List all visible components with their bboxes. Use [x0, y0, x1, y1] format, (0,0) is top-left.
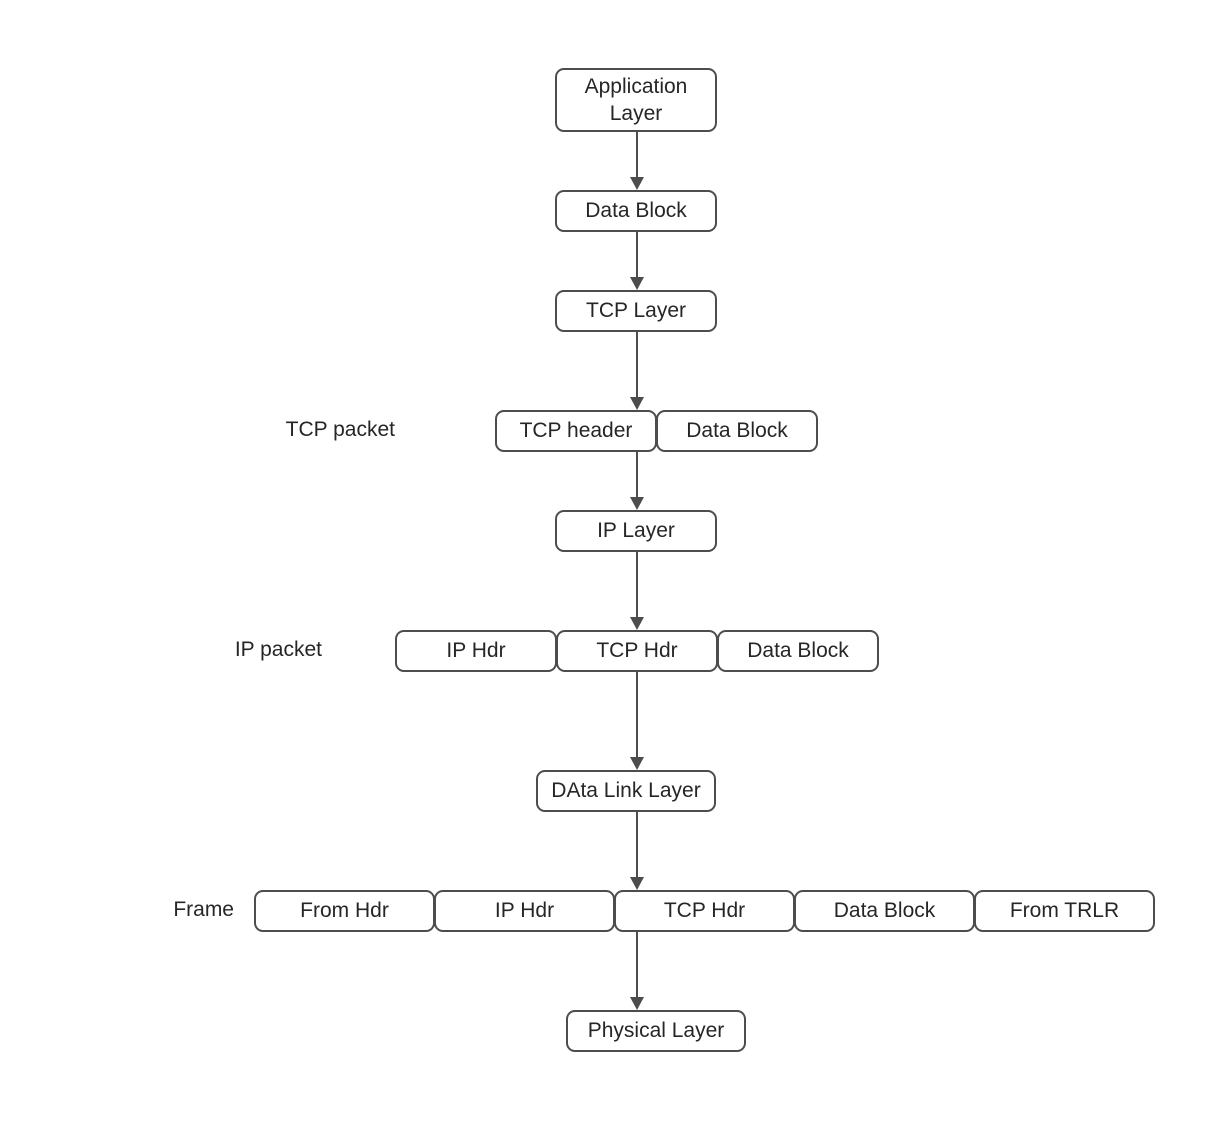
node-ip-layer[interactable]: IP Layer	[555, 510, 717, 552]
packet-cell-tcp-hdr[interactable]: TCP Hdr	[614, 890, 795, 932]
node-application-layer[interactable]: Application Layer	[555, 68, 717, 132]
node-tcp-layer[interactable]: TCP Layer	[555, 290, 717, 332]
node-data-link-layer[interactable]: DAta Link Layer	[536, 770, 716, 812]
label-frame: Frame	[173, 898, 234, 921]
label-ip-packet: IP packet	[234, 638, 322, 661]
packet-cell-ip-hdr[interactable]: IP Hdr	[395, 630, 557, 672]
packet-cell-ip-hdr[interactable]: IP Hdr	[434, 890, 615, 932]
node-data-block[interactable]: Data Block	[555, 190, 717, 232]
packet-row-ip: IP Hdr TCP Hdr Data Block	[395, 630, 879, 672]
packet-row-frame: From Hdr IP Hdr TCP Hdr Data Block From …	[254, 890, 1155, 932]
label-tcp-packet: TCP packet	[285, 418, 395, 441]
packet-cell-tcp-header[interactable]: TCP header	[495, 410, 657, 452]
node-physical-layer[interactable]: Physical Layer	[566, 1010, 746, 1052]
packet-cell-from-hdr[interactable]: From Hdr	[254, 890, 435, 932]
packet-cell-from-trlr[interactable]: From TRLR	[974, 890, 1155, 932]
packet-cell-data-block[interactable]: Data Block	[717, 630, 879, 672]
packet-cell-tcp-hdr[interactable]: TCP Hdr	[556, 630, 718, 672]
packet-cell-data-block[interactable]: Data Block	[656, 410, 818, 452]
packet-row-tcp: TCP header Data Block	[495, 410, 818, 452]
packet-cell-data-block[interactable]: Data Block	[794, 890, 975, 932]
